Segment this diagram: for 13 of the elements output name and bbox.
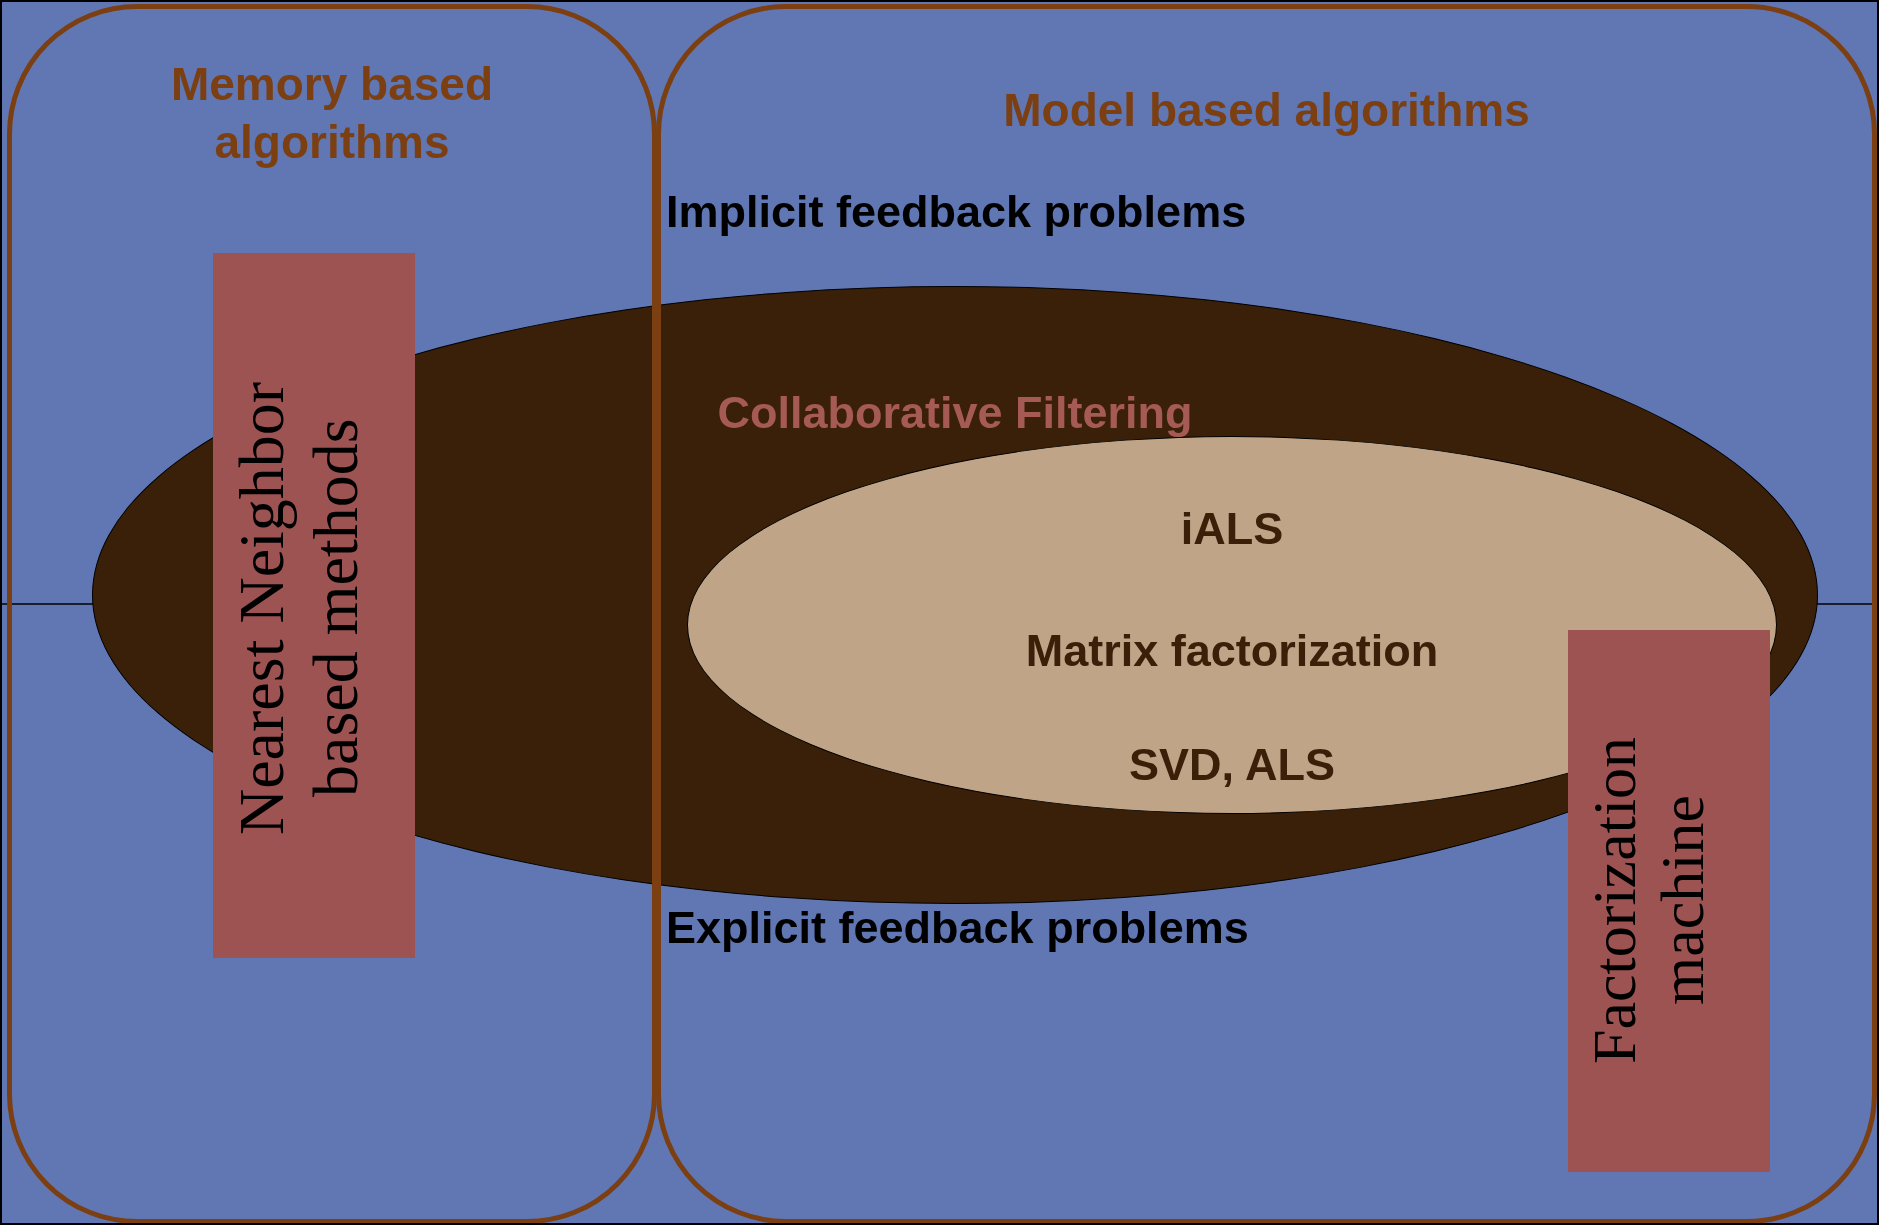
group-title: Model based algorithms (1002, 83, 1531, 138)
method-label: SVD, ALS (1128, 739, 1336, 791)
rotated-label-box (1568, 630, 1770, 1172)
region-label: Implicit feedback problems (666, 186, 1247, 238)
method-label: iALS (1179, 503, 1285, 555)
rotated-label: Nearest Neighbor based methods (225, 380, 372, 837)
method-label: Matrix factorization (1024, 625, 1440, 677)
group-frame (656, 4, 1877, 1223)
group-title: Memory based algorithms (169, 57, 495, 170)
group-frame (7, 4, 657, 1223)
region-label: Explicit feedback problems (666, 902, 1249, 954)
rotated-label-box (213, 253, 415, 958)
rotated-label: Factorization machine (1580, 735, 1717, 1066)
